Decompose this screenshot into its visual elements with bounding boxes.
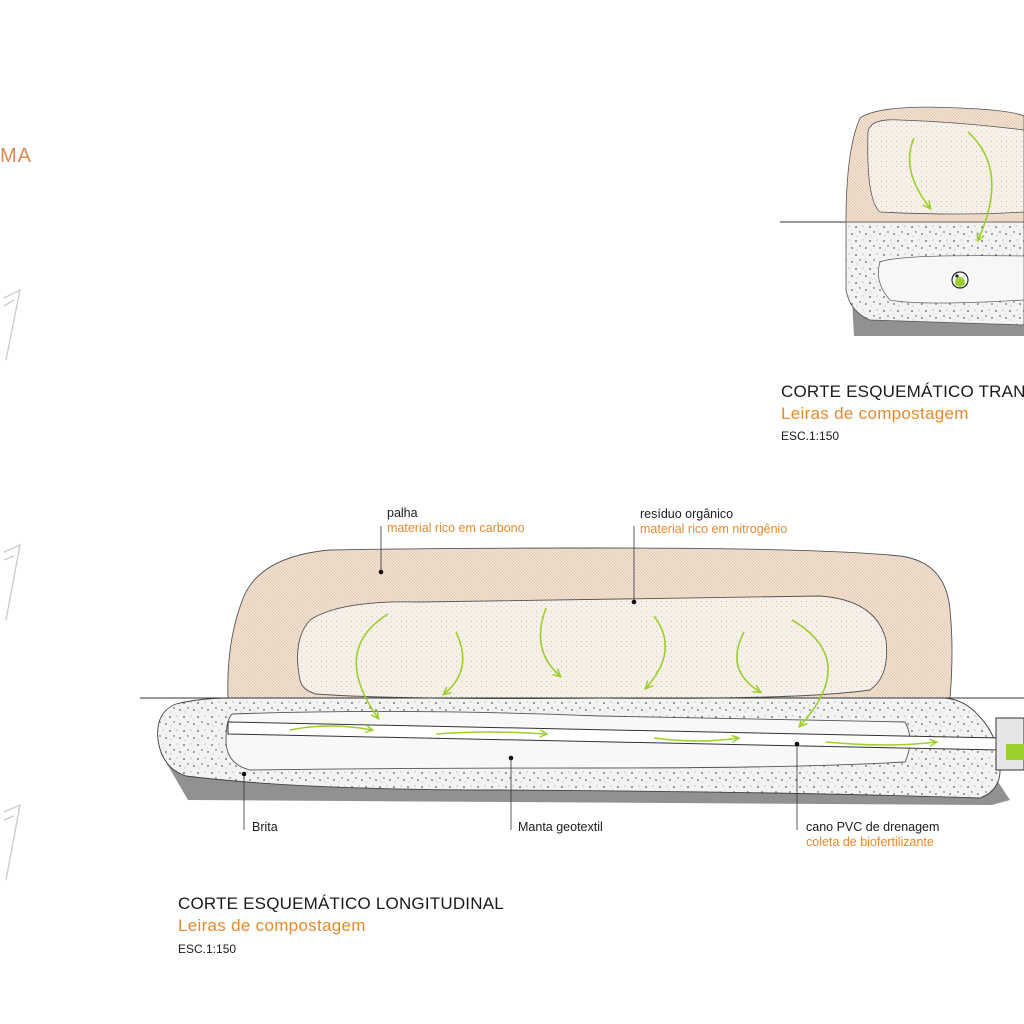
organic-core-transversal [867,119,1024,215]
label-cano: cano PVC de drenagem [806,820,940,834]
longitudinal-subtitle: Leiras de compostagem [178,916,366,935]
transversal-scale: ESC.1:150 [781,429,840,443]
longitudinal-title: CORTE ESQUEMÁTICO LONGITUDINAL [178,894,504,913]
organic-core [297,595,888,699]
pvc-pipe-liquid [955,277,965,287]
leader-dot [794,741,800,747]
leader-dot [241,771,247,777]
transversal-title: CORTE ESQUEMÁTICO TRAN [781,382,1024,401]
label-manta: Manta geotextil [518,820,603,834]
longitudinal-section [140,526,1024,830]
label-brita: Brita [252,820,278,834]
longitudinal-scale: ESC.1:150 [178,942,237,956]
leader-dot [508,755,514,761]
airflow-arrow [736,631,760,692]
label-palha-desc: material rico em carbono [387,521,525,535]
airflow-arrow [791,619,829,726]
geotextile-pocket-transversal [877,255,1024,304]
drain-flow-arrow [653,738,738,741]
drain-flow-arrow [435,732,546,734]
edge-fragment-text: MA [0,145,32,167]
airflow-arrow [908,137,930,208]
airflow-arrow [967,131,993,240]
leader-dot [378,569,384,575]
airflow-arrow [539,607,560,676]
left-edge-fragments [3,288,21,881]
label-palha: palha [387,506,418,520]
airflow-arrow [646,615,666,688]
label-residuo: resíduo orgânico [640,507,734,521]
biofertilizer-liquid [1006,744,1024,760]
label-cano-desc: coleta de biofertilizante [806,835,934,849]
transversal-subtitle: Leiras de compostagem [781,404,969,423]
drain-flow-arrow [289,726,372,730]
airflow-arrow [355,613,389,718]
leader-dot [631,599,637,605]
airflow-arrow [444,631,464,694]
transversal-section [780,106,1024,336]
drain-flow-arrow [825,742,936,745]
label-residuo-desc: material rico em nitrogênio [640,522,788,536]
